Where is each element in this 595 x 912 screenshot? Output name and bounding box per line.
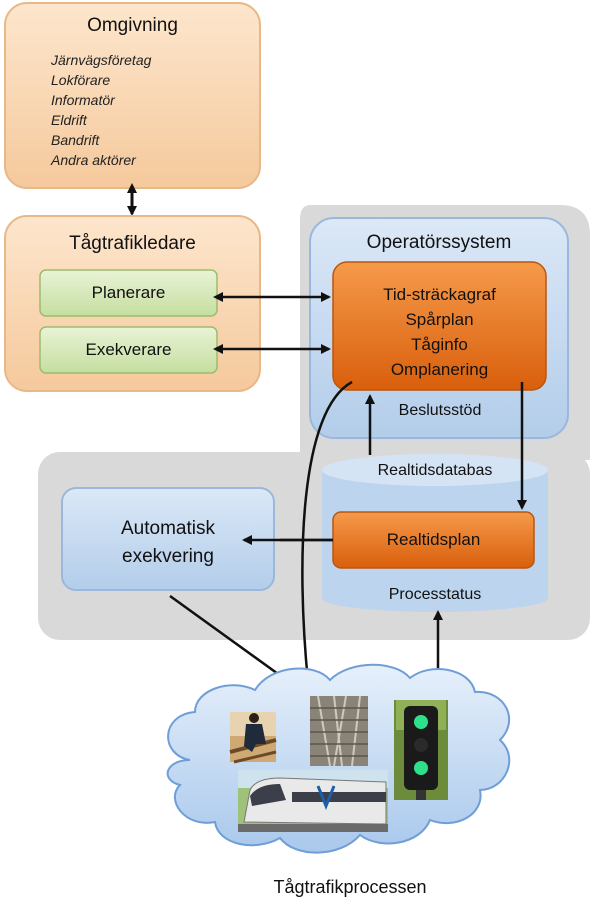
tool-item: Tåginfo [411,335,468,354]
automatic-line2: exekvering [122,546,214,567]
rail-switch-photo-icon [310,695,368,767]
process-status-label: Processtatus [388,586,482,603]
environment-list: Järnvägsföretag Lokförare Informatör Eld… [51,50,151,170]
process-caption: Tågtrafikprocessen [273,877,427,897]
environment-item: Bandrift [51,132,100,148]
tool-item: Tid-sträckagraf [383,285,496,304]
decision-support-label: Beslutsstöd [398,402,482,419]
dispatcher-title: Tågtrafikledare [69,233,196,254]
automatic-process-arrow [169,594,294,686]
environment-title: Omgivning [87,15,178,36]
tool-item: Omplanering [390,360,489,379]
database-title: Realtidsdatabas [377,462,493,479]
operator-system-title: Operatörssystem [366,232,512,253]
environment-item: Lokförare [51,72,111,88]
automatic-line1: Automatisk [121,518,215,539]
environment-item: Informatör [51,92,115,108]
worker-photo-icon [229,712,277,764]
database-cylinder-top [322,454,548,486]
planner-label: Planerare [91,283,166,302]
realtime-plan-label: Realtidsplan [386,530,481,549]
signal-light-photo-icon [394,700,448,800]
executor-label: Exekverare [85,340,172,359]
tool-item: Spårplan [405,310,474,329]
train-photo-icon [238,770,388,832]
tools-box [332,261,547,391]
database-cylinder-bottom [322,584,548,612]
environment-item: Andra aktörer [51,152,136,168]
environment-item: Eldrift [51,112,87,128]
tools-process-curve-arrow [301,380,353,684]
environment-item: Järnvägsföretag [51,52,152,68]
